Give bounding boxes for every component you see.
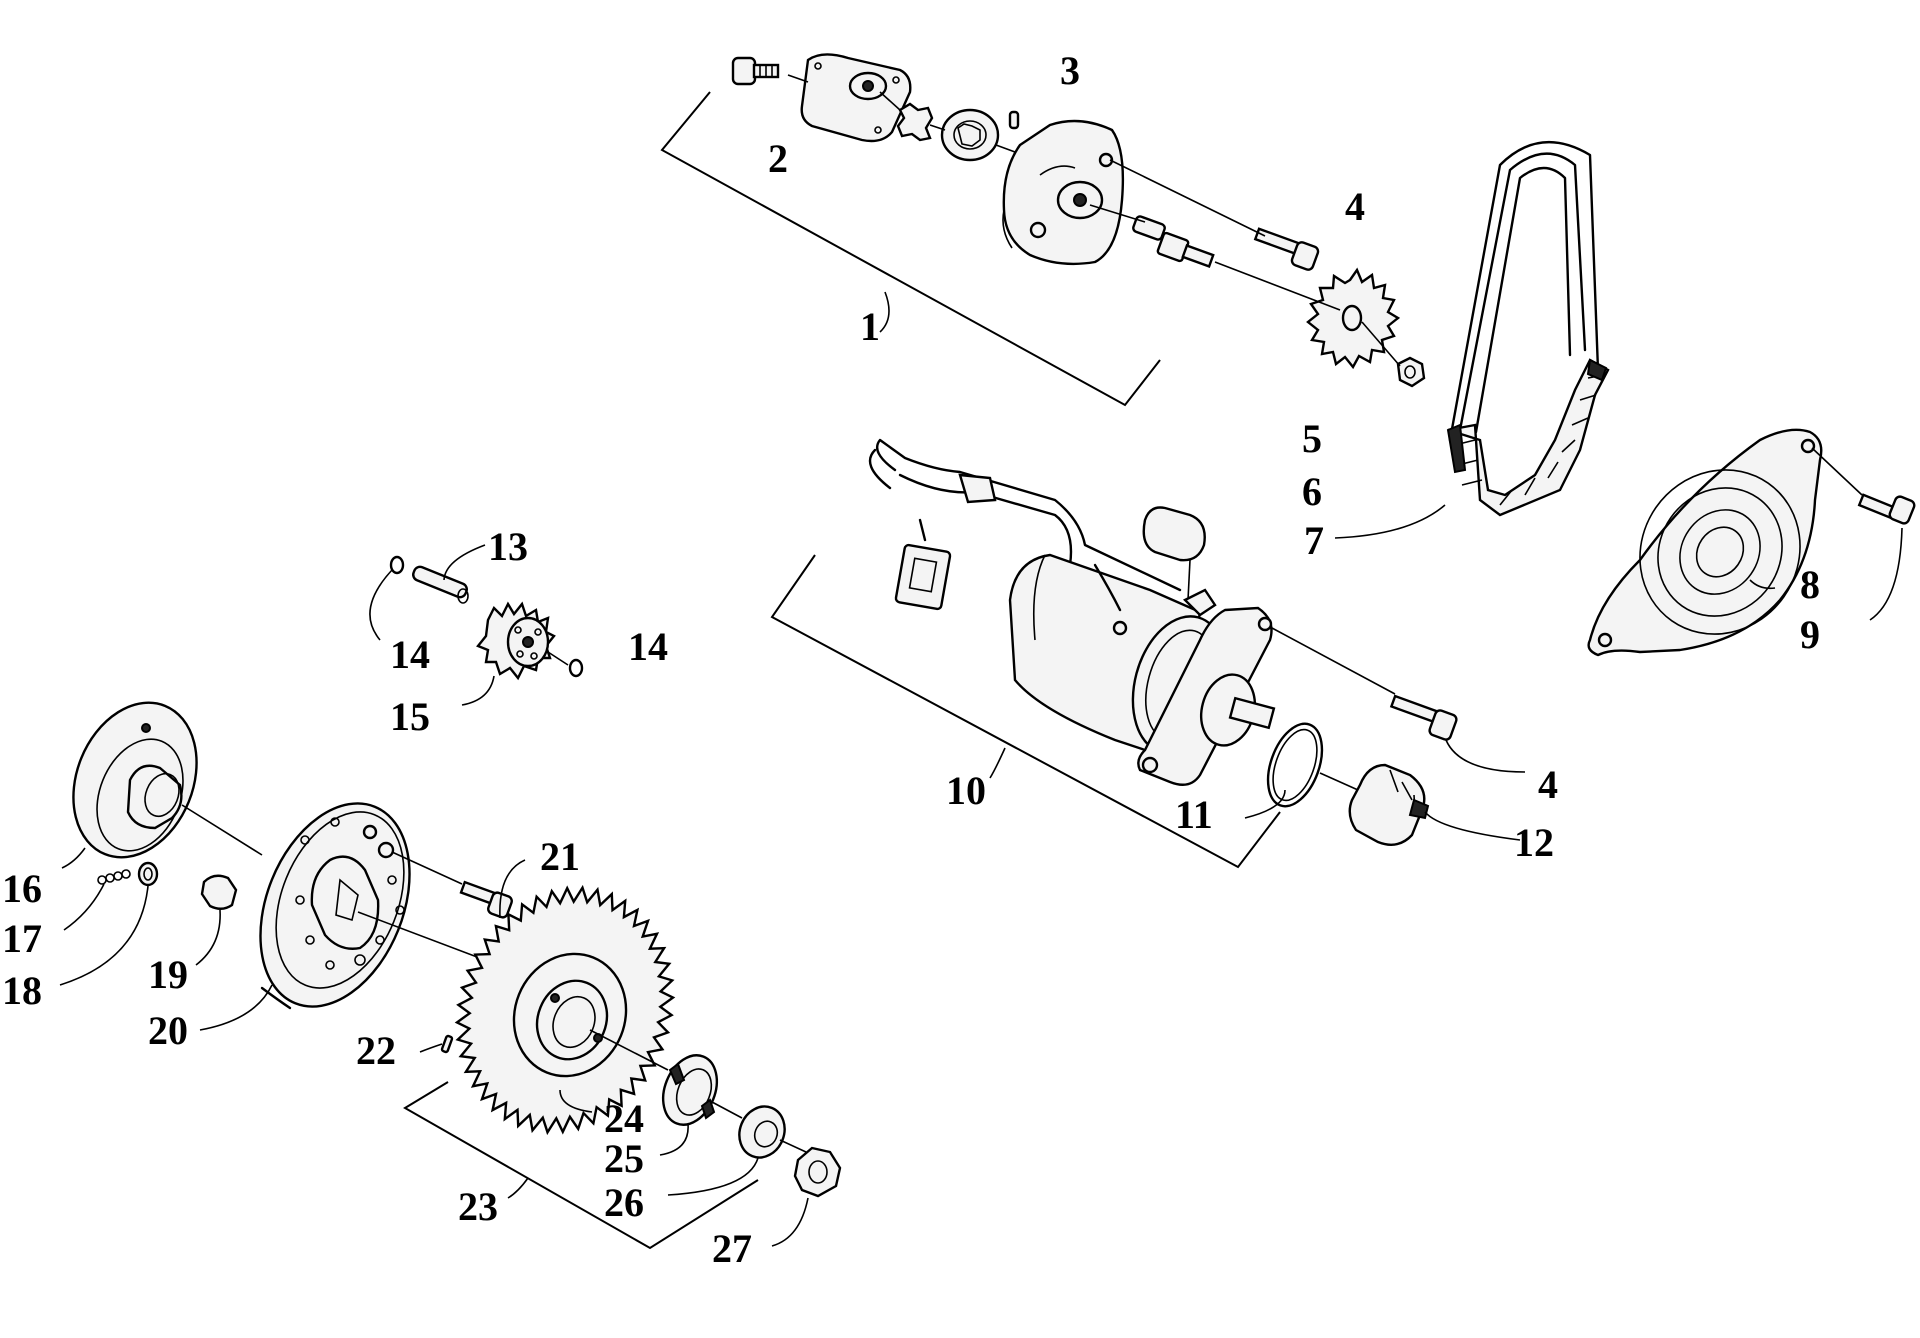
- bolt-9: [1811, 447, 1916, 621]
- bolt-4-lower: [1271, 627, 1526, 773]
- callout-16: 16: [2, 866, 42, 911]
- callout-22: 22: [356, 1028, 396, 1073]
- callout-4-lower: 4: [1538, 762, 1558, 807]
- pump-assembly: [660, 53, 1426, 407]
- sprocket-5: [1306, 267, 1401, 370]
- callout-21: 21: [540, 834, 580, 879]
- callout-9: 9: [1800, 612, 1820, 657]
- pin-22: [440, 1034, 454, 1054]
- callout-23: 23: [458, 1184, 498, 1229]
- outer-rotor: [940, 108, 1000, 162]
- callout-6: 6: [1302, 469, 1322, 514]
- callout-15: 15: [390, 694, 430, 739]
- callout-13: 13: [488, 524, 528, 569]
- callout-27: 27: [712, 1226, 752, 1271]
- drive-chain-7: [1334, 140, 1610, 539]
- inner-rotor: [896, 102, 934, 142]
- pump-cover-plate: [800, 53, 912, 143]
- callout-19: 19: [148, 952, 188, 997]
- plunger-18: [137, 861, 159, 887]
- callout-24: 24: [604, 1096, 644, 1141]
- callout-11: 11: [1175, 792, 1213, 837]
- pump-shaft: [1132, 215, 1215, 268]
- starter-clutch-group: [59, 701, 842, 1250]
- callout-3: 3: [1060, 48, 1080, 93]
- callout-7: 7: [1304, 518, 1324, 563]
- callout-14-left: 14: [390, 632, 430, 677]
- starter-motor-10: [770, 438, 1281, 869]
- nut-6: [1396, 356, 1426, 388]
- callout-25: 25: [604, 1136, 644, 1181]
- callout-18: 18: [2, 968, 42, 1013]
- o-ring-11: [1244, 722, 1324, 819]
- cover-8: [1587, 428, 1823, 657]
- callout-26: 26: [604, 1180, 644, 1225]
- pinion-12: [1319, 763, 1521, 846]
- washer-26: [738, 1105, 786, 1159]
- callout-2: 2: [768, 136, 788, 181]
- callout-12: 12: [1514, 820, 1554, 865]
- callout-10: 10: [946, 768, 986, 813]
- bolt-2: [731, 56, 780, 86]
- callout-4-upper: 4: [1345, 184, 1365, 229]
- pin-3: [1008, 110, 1020, 130]
- idle-gear-group: [369, 544, 584, 706]
- bolt-4-upper: [1253, 227, 1320, 271]
- starter-gear-24: [454, 884, 676, 1136]
- callout-5: 5: [1302, 416, 1322, 461]
- bearing-25: [661, 1054, 719, 1126]
- callout-8: 8: [1800, 562, 1820, 607]
- roller-19: [200, 874, 238, 910]
- nut-27: [793, 1146, 842, 1198]
- spring-17: [97, 869, 131, 885]
- callout-1: 1: [860, 304, 880, 349]
- callout-14-right: 14: [628, 624, 668, 669]
- bolt-21: [459, 880, 513, 919]
- callout-17: 17: [2, 916, 42, 961]
- callout-20: 20: [148, 1008, 188, 1053]
- callout-labels: 1 2 3 4 5 6 7 8 9 10 11 4 12 13 14 14 15…: [2, 48, 1820, 1271]
- pump-body: [1002, 119, 1125, 266]
